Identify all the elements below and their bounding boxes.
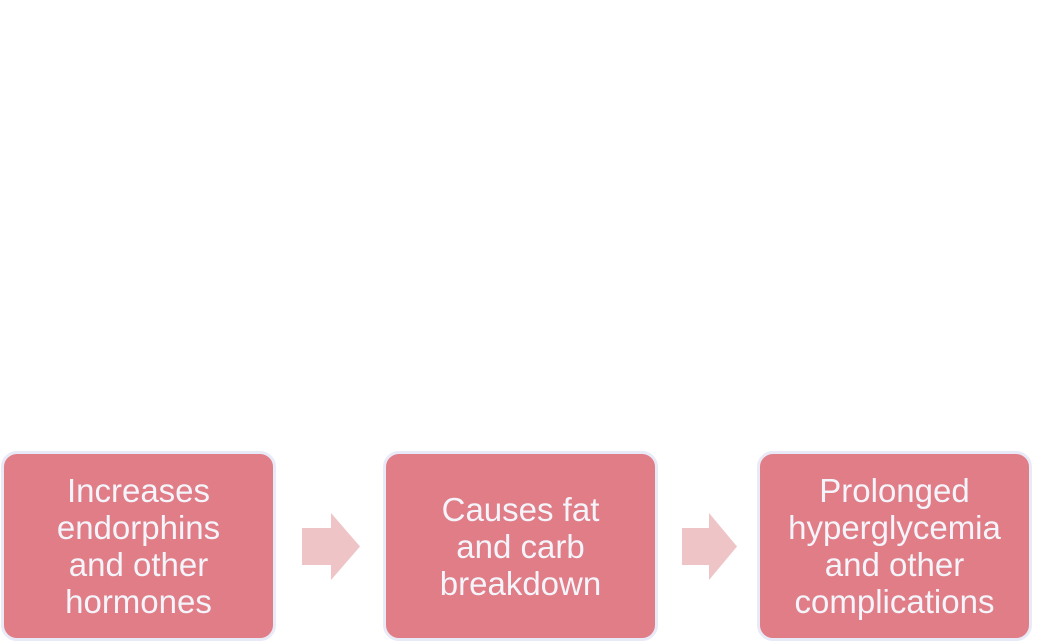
step-label-1: Increases endorphins and other hormones (56, 472, 221, 620)
step-label-3: Prolonged hyperglycemia and other compli… (788, 472, 1001, 620)
step-box-3: Prolonged hyperglycemia and other compli… (757, 451, 1032, 641)
step-label-2: Causes fat and carb breakdown (439, 490, 602, 602)
right-arrow-icon (682, 513, 737, 580)
step-box-1: Increases endorphins and other hormones (1, 451, 276, 641)
step-box-2: Causes fat and carb breakdown (383, 451, 658, 641)
right-arrow-icon (302, 513, 360, 580)
